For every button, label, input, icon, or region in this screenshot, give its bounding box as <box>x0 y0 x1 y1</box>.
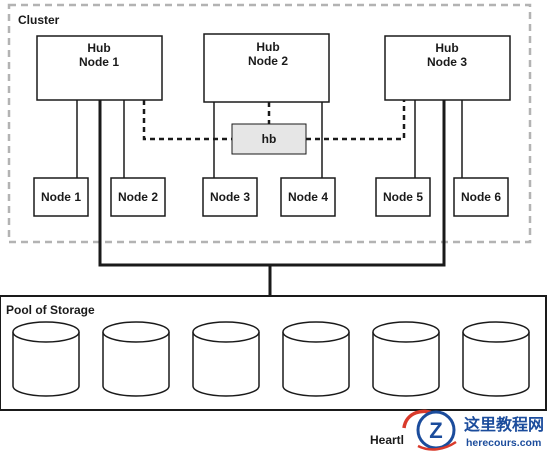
watermark-title: 这里教程网 <box>464 415 544 434</box>
logo-circle-icon <box>416 410 456 450</box>
logo-letter: Z <box>429 418 442 443</box>
storage-disk <box>192 321 260 397</box>
storage-disk <box>282 321 350 397</box>
storage-pool-label: Pool of Storage <box>6 303 95 317</box>
leaf-node-2: Node 2 <box>110 177 166 217</box>
hub-node-1-line1: Hub <box>87 41 110 55</box>
watermark-logo: Z 这里教程网 herecours.com <box>402 409 544 451</box>
storage-pool: Pool of Storage <box>0 295 547 411</box>
storage-disk <box>372 321 440 397</box>
leaf-node-3-label: Node 3 <box>210 190 250 204</box>
hb-box: hb <box>231 123 307 155</box>
hb-label: hb <box>262 132 277 146</box>
watermark-url: herecours.com <box>466 437 541 449</box>
hub-node-1: Hub Node 1 <box>36 35 163 101</box>
storage-disk <box>12 321 80 397</box>
cluster-label: Cluster <box>18 13 60 27</box>
hub-node-2-line2: Node 2 <box>248 54 288 68</box>
leaf-node-5-label: Node 5 <box>383 190 423 204</box>
storage-disks <box>12 321 530 397</box>
storage-disk <box>102 321 170 397</box>
hub-node-3: Hub Node 3 <box>384 35 511 101</box>
leaf-node-3: Node 3 <box>202 177 258 217</box>
hub-node-3-line2: Node 3 <box>427 55 467 69</box>
storage-disk <box>462 321 530 397</box>
leaf-node-2-label: Node 2 <box>118 190 158 204</box>
leaf-node-4-label: Node 4 <box>288 190 328 204</box>
hb-interconnect <box>142 100 406 141</box>
hub-node-2-line1: Hub <box>256 40 279 54</box>
leaf-node-1-label: Node 1 <box>41 190 81 204</box>
hub-node-3-line1: Hub <box>435 41 458 55</box>
leaf-node-4: Node 4 <box>280 177 336 217</box>
hub-node-2: Hub Node 2 <box>203 33 330 103</box>
storage-network <box>98 100 446 296</box>
leaf-node-1: Node 1 <box>33 177 89 217</box>
hub-node-1-line2: Node 1 <box>79 55 119 69</box>
leaf-node-6-label: Node 6 <box>461 190 501 204</box>
leaf-node-6: Node 6 <box>453 177 509 217</box>
leaf-node-5: Node 5 <box>375 177 431 217</box>
bottom-label: Heartl <box>370 433 404 447</box>
cluster-boundary <box>7 3 532 244</box>
logo-underline-icon <box>417 440 457 451</box>
